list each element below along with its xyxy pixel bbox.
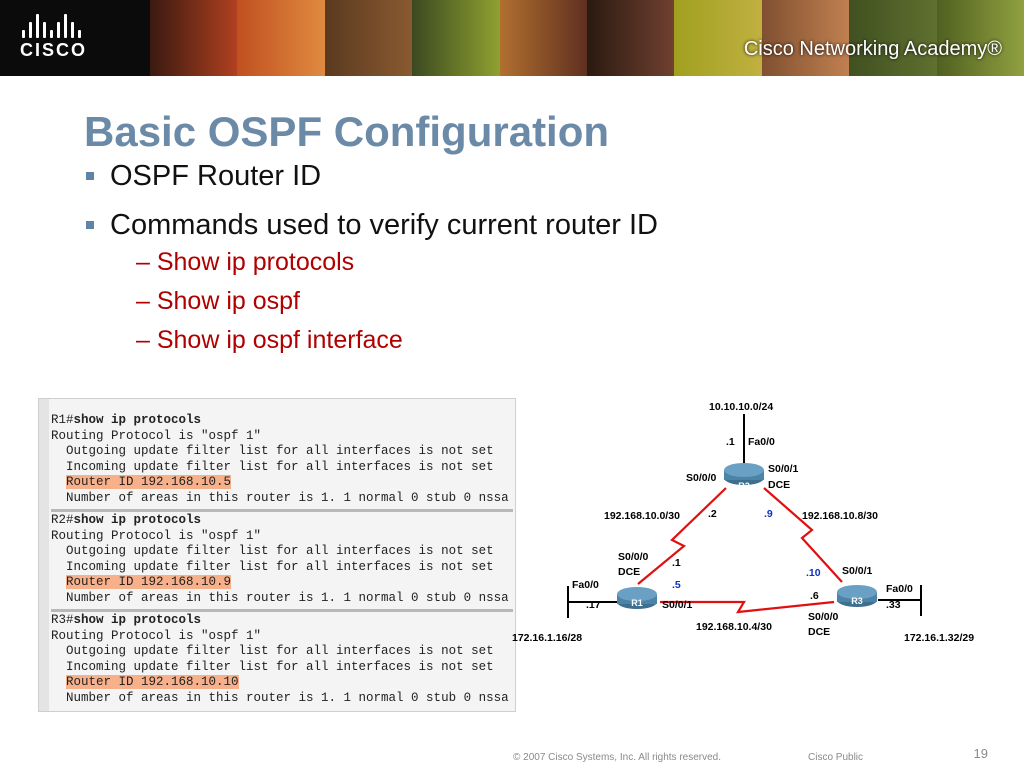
sub-bullet-item: – Show ip ospf: [136, 287, 300, 315]
bullet-item: OSPF Router ID: [86, 160, 658, 193]
serial-link-r1-r3: [660, 600, 835, 614]
network-label: 192.168.10.8/30: [802, 510, 878, 522]
network-label: 192.168.10.0/30: [604, 510, 680, 522]
host-label: .5: [672, 579, 681, 591]
interface-label: S0/0/1: [768, 463, 799, 475]
block-separator: [51, 609, 513, 612]
serial-link-r2-r3: [763, 487, 843, 583]
dce-label: DCE: [618, 566, 640, 578]
cli-line: Outgoing update filter list for all inte…: [51, 444, 494, 459]
cli-line: Number of areas in this router is 1. 1 n…: [51, 490, 509, 505]
cli-line: Outgoing update filter list for all inte…: [51, 644, 494, 659]
router-label: R1: [631, 598, 643, 608]
interface-label: S0/0/1: [662, 599, 693, 611]
host-label: .6: [810, 590, 819, 602]
cli-line: Incoming update filter list for all inte…: [51, 459, 494, 474]
network-topology-diagram: R2 R1 R3 10.10.10.0/24 .1 Fa0/0 S0/0/0 S…: [512, 401, 974, 644]
interface-label: Fa0/0: [572, 579, 599, 591]
cli-line: Incoming update filter list for all inte…: [51, 659, 494, 674]
page-number: 19: [973, 746, 988, 761]
copyright-text: © 2007 Cisco Systems, Inc. All rights re…: [513, 752, 722, 763]
router-r2-icon: R2: [724, 463, 764, 491]
host-label: .2: [708, 508, 717, 520]
cli-line: Incoming update filter list for all inte…: [51, 559, 494, 574]
bullet-text: Commands used to verify current router I…: [110, 209, 658, 241]
host-label: .1: [726, 436, 735, 448]
banner-photo-strip: [150, 0, 1024, 76]
router-label: R2: [738, 481, 750, 491]
header-banner: CISCO Cisco Networking Academy®: [0, 0, 1024, 76]
router-r3-icon: R3: [837, 585, 877, 607]
square-bullet-icon: [86, 221, 94, 229]
bullet-list: OSPF Router ID Commands used to verify c…: [86, 160, 658, 371]
bullet-text: OSPF Router ID: [110, 160, 322, 192]
dce-label: DCE: [768, 479, 790, 491]
cli-prompt: R1#: [51, 413, 74, 427]
router-id-highlight: Router ID 192.168.10.10: [66, 675, 239, 690]
interface-label: Fa0/0: [886, 583, 913, 595]
bullet-item: Commands used to verify current router I…: [86, 209, 658, 355]
cli-prompt: R3#: [51, 613, 74, 627]
interface-label: S0/0/0: [618, 551, 649, 563]
sub-bullet-item: – Show ip protocols: [136, 248, 355, 276]
square-bullet-icon: [86, 172, 94, 180]
interface-label: Fa0/0: [748, 436, 775, 448]
dce-label: DCE: [808, 626, 830, 638]
interface-label: S0/0/0: [808, 611, 839, 623]
cisco-wordmark: CISCO: [20, 40, 88, 60]
cli-line: Routing Protocol is "ospf 1": [51, 628, 262, 643]
classification-text: Cisco Public: [808, 752, 864, 763]
router-id-highlight: Router ID 192.168.10.9: [66, 575, 232, 590]
host-label: .9: [764, 508, 773, 520]
cisco-logo: CISCO: [14, 14, 124, 64]
cli-line: Routing Protocol is "ospf 1": [51, 528, 262, 543]
router-id-highlight: Router ID 192.168.10.5: [66, 475, 232, 490]
cli-command: show ip protocols: [73, 513, 202, 527]
host-label: .1: [672, 557, 681, 569]
router-label: R3: [851, 596, 863, 606]
interface-label: S0/0/0: [686, 472, 717, 484]
slide-title: Basic OSPF Configuration: [84, 108, 610, 155]
serial-link-r1-r2: [637, 487, 727, 585]
sub-bullet-list: – Show ip protocols – Show ip ospf – Sho…: [136, 248, 658, 355]
interface-label: S0/0/1: [842, 565, 873, 577]
host-label: .33: [886, 599, 901, 611]
academy-brand: Cisco Networking Academy®: [743, 38, 1002, 60]
cli-prompt: R2#: [51, 513, 74, 527]
host-label: .10: [806, 567, 821, 579]
panel-edge: [39, 399, 49, 711]
network-label: 192.168.10.4/30: [696, 621, 772, 633]
network-label: 172.16.1.16/28: [512, 632, 582, 644]
cli-line: Number of areas in this router is 1. 1 n…: [51, 690, 509, 705]
block-separator: [51, 509, 513, 512]
cli-line: Number of areas in this router is 1. 1 n…: [51, 590, 509, 605]
cli-line: Routing Protocol is "ospf 1": [51, 428, 262, 443]
network-label: 10.10.10.0/24: [709, 401, 773, 413]
network-label: 172.16.1.32/29: [904, 632, 974, 644]
sub-bullet-item: – Show ip ospf interface: [136, 326, 403, 354]
router-r1-icon: R1: [617, 587, 657, 609]
cli-line: Outgoing update filter list for all inte…: [51, 544, 494, 559]
cli-command: show ip protocols: [73, 613, 202, 627]
host-label: .17: [586, 599, 601, 611]
cisco-bridge-icon: [14, 14, 124, 38]
cli-command: show ip protocols: [73, 413, 202, 427]
